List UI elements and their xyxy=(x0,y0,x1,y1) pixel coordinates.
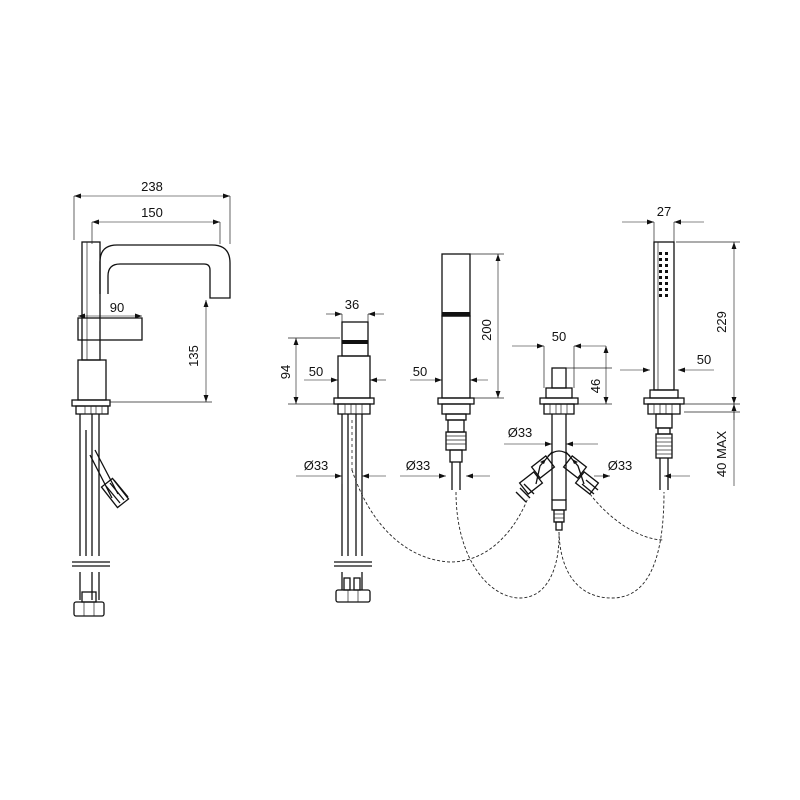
dim-valve-hole: Ø33 xyxy=(406,458,431,473)
dim-diverter-base: 50 xyxy=(309,364,323,379)
mixer-knob xyxy=(551,367,567,389)
dim-handshower-deck: 40 MAX xyxy=(714,431,729,478)
dim-diverter-top: 36 xyxy=(345,297,359,312)
diverter-assembly: 36 94 50 Ø33 xyxy=(278,297,386,603)
spout-hose-fitting xyxy=(100,477,130,509)
dim-handshower-width: 27 xyxy=(657,204,671,219)
dim-valve-base: 50 xyxy=(413,364,427,379)
diverter-connector-nut xyxy=(335,589,371,603)
dim-diverter-hole: Ø33 xyxy=(304,458,329,473)
spout-connector-nut xyxy=(73,601,105,617)
valve-assembly: 200 50 Ø33 xyxy=(400,253,504,490)
handshower-nozzle-grid xyxy=(659,252,668,297)
mixer-assembly: 50 46 Ø33 Ø33 xyxy=(504,329,690,531)
dim-diverter-height: 94 xyxy=(278,365,293,379)
handshower-body xyxy=(653,241,675,391)
dim-valve-height: 200 xyxy=(479,319,494,341)
mixer-left-arm xyxy=(515,455,556,503)
dim-handshower-base: 50 xyxy=(697,352,711,367)
spout-assembly: 238 150 90 135 xyxy=(71,179,231,617)
mixer-y-connector xyxy=(535,451,585,500)
hose-lines xyxy=(351,420,665,599)
dim-spout-overall: 238 xyxy=(141,179,163,194)
dim-mixer-hole-lower: Ø33 xyxy=(608,458,633,473)
dim-handshower-height: 229 xyxy=(714,311,729,333)
dim-spout-height: 135 xyxy=(186,345,201,367)
dim-mixer-height: 46 xyxy=(588,379,603,393)
dim-mixer-hole: Ø33 xyxy=(508,425,533,440)
dim-mixer-width: 50 xyxy=(552,329,566,344)
dim-spout-reach: 150 xyxy=(141,205,163,220)
handshower-assembly: 27 229 50 40 MAX xyxy=(620,204,740,490)
mixer-right-arm xyxy=(562,455,600,495)
dim-spout-handle: 90 xyxy=(110,300,124,315)
spout-handle xyxy=(77,317,143,341)
